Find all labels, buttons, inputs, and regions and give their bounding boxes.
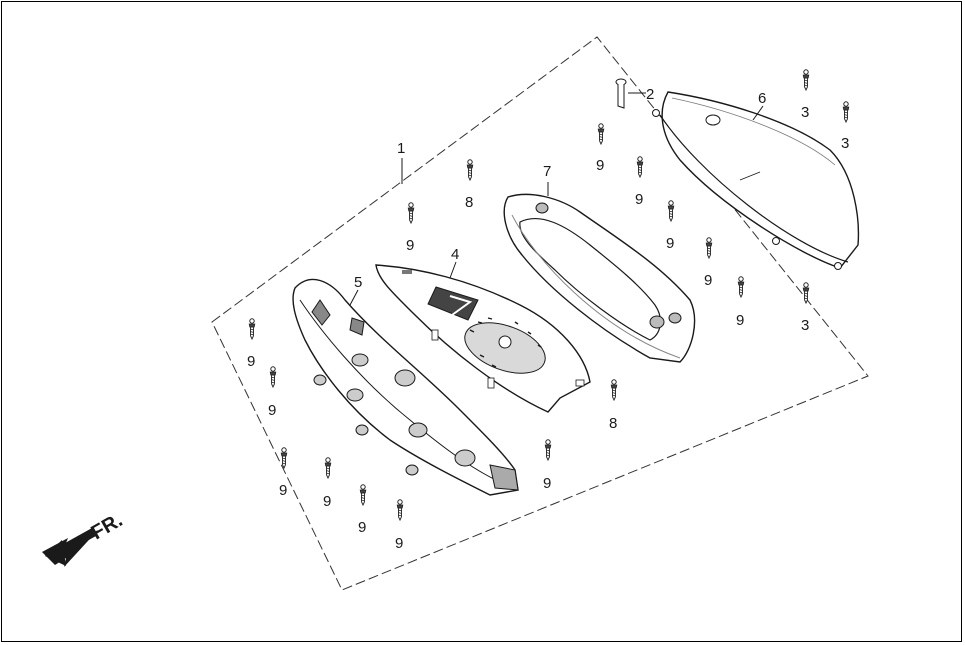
callout-3: 3 [801,317,809,334]
callout-9: 9 [247,353,255,370]
front-direction-label: FR. [88,509,127,544]
callout-9: 9 [358,519,366,536]
callout-9: 9 [666,235,674,252]
meter-dial-plate [375,264,591,413]
callout-8: 8 [465,194,473,211]
callout-9: 9 [279,482,287,499]
callout-9: 9 [268,402,276,419]
callout-9: 9 [736,312,744,329]
callout-3: 3 [801,104,809,121]
meter-visor-frame [503,193,696,363]
meter-lens-cover [652,91,860,270]
meter-case [292,278,519,496]
callout-9: 9 [635,191,643,208]
callout-labels: 1 2 3 3 3 4 5 6 7 8 8 9 9 9 9 9 9 9 9 9 … [247,86,849,552]
meter-bolt [615,78,627,109]
callout-9: 9 [543,475,551,492]
callout-8: 8 [609,415,617,432]
callout-1: 1 [397,140,405,157]
callout-3: 3 [841,135,849,152]
callout-9: 9 [704,272,712,289]
callout-7: 7 [543,163,551,180]
callout-2: 2 [646,86,654,103]
leader-lines [349,92,764,306]
assembly-outline [211,36,869,591]
callout-9: 9 [323,493,331,510]
callout-9: 9 [395,535,403,552]
front-direction-arrow-icon [42,528,98,567]
callout-9: 9 [406,237,414,254]
callout-9: 9 [596,157,604,174]
callout-4: 4 [451,246,459,263]
callout-5: 5 [354,274,362,291]
callout-6: 6 [758,90,766,107]
